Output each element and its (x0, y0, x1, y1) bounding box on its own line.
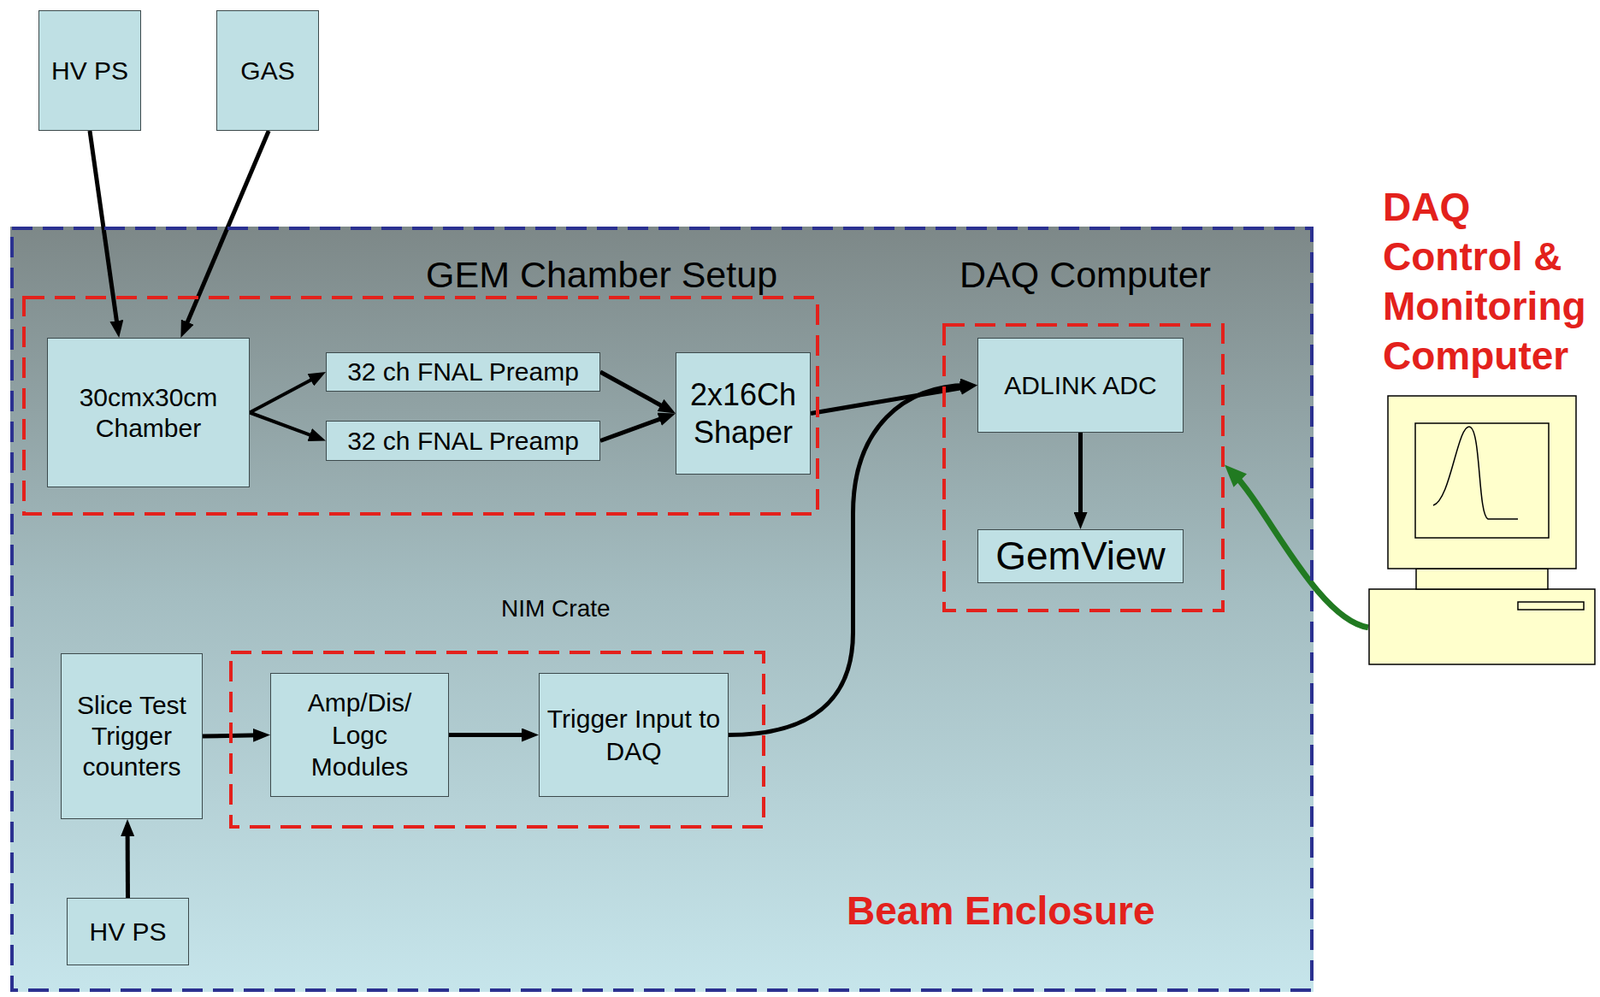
pulse-trace (1433, 426, 1518, 520)
group-region: NIM CrateAmp/Dis/ Logc ModulesTrigger In… (229, 650, 766, 829)
monitor-neck (1416, 568, 1548, 590)
box-label: Amp/Dis/ Logc Modules (295, 686, 425, 784)
box-label: 30cmx30cm Chamber (47, 382, 249, 444)
connector-arrow (1233, 473, 1369, 628)
process-box: Slice Test Trigger counters (60, 653, 203, 820)
box-label: HV PS (88, 916, 166, 948)
monitor-screen (1415, 423, 1549, 538)
connector-arrow (125, 829, 130, 898)
box-label: HV PS (51, 55, 129, 87)
supply-box: GAS (216, 10, 319, 131)
process-box: 32 ch FNAL Preamp (325, 352, 601, 392)
drive-slot (1517, 602, 1584, 610)
region-heading: DAQ Computer (959, 253, 1211, 298)
region-heading: NIM Crate (501, 594, 611, 624)
region-heading: DAQ Control & Monitoring Computer (1382, 182, 1597, 381)
box-label: Trigger Input to DAQ (539, 702, 728, 768)
group-region: DAQ ComputerADLINK ADCGemView (942, 323, 1225, 613)
region-heading: Beam Enclosure (846, 887, 1155, 935)
connector-arrow (600, 371, 668, 409)
supply-box: HV PS (66, 897, 189, 966)
process-box: Trigger Input to DAQ (538, 673, 729, 798)
monitor-frame (1387, 395, 1577, 569)
group-region: GEM Chamber Setup30cmx30cm Chamber32 ch … (22, 295, 820, 516)
connector-arrow (249, 377, 317, 414)
process-box: Amp/Dis/ Logc Modules (270, 673, 449, 798)
dashed-border (230, 652, 764, 827)
dashed-border (944, 324, 1223, 611)
box-label: 32 ch FNAL Preamp (347, 356, 579, 388)
computer-base (1369, 589, 1595, 665)
region-heading: GEM Chamber Setup (425, 253, 778, 298)
dashed-border (11, 228, 1312, 991)
dashed-border (23, 297, 818, 514)
box-label: Slice Test Trigger counters (61, 690, 202, 783)
enclosure-band: Beam EnclosureGEM Chamber Setup30cmx30cm… (10, 226, 1314, 992)
box-label: 2x16Ch Shaper (676, 376, 810, 450)
box-label: GAS (240, 55, 295, 87)
connector-arrow (448, 732, 529, 738)
process-box: ADLINK ADC (977, 337, 1184, 433)
supply-box: HV PS (38, 10, 142, 131)
box-label: GemView (995, 533, 1166, 579)
box-label: ADLINK ADC (1003, 370, 1157, 402)
connector-arrow (600, 417, 667, 442)
process-box: 2x16Ch Shaper (675, 352, 811, 475)
process-box: 30cmx30cm Chamber (47, 337, 250, 488)
computer-illustration (1368, 395, 1596, 666)
process-box: 32 ch FNAL Preamp (325, 420, 601, 461)
box-label: 32 ch FNAL Preamp (347, 425, 579, 457)
connector-arrow (1078, 432, 1083, 520)
computer-node: DAQ Control & Monitoring Computer (1368, 175, 1596, 666)
connector-arrow (249, 413, 317, 438)
process-box: GemView (977, 529, 1184, 584)
